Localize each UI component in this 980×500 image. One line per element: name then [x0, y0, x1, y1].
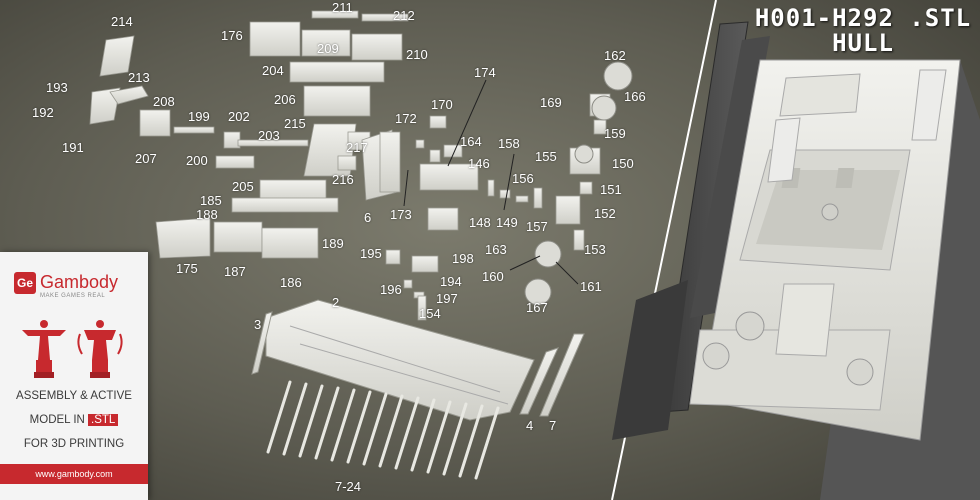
part-label: 191: [62, 140, 84, 155]
part-label: 213: [128, 70, 150, 85]
part-label: 199: [188, 109, 210, 124]
part-label: 169: [540, 95, 562, 110]
gears: [524, 61, 633, 306]
exploded-parts: [89, 10, 611, 321]
part-label: 197: [436, 291, 458, 306]
promo-line-1: ASSEMBLY & ACTIVE: [16, 390, 132, 402]
part-label: 214: [111, 14, 133, 29]
part-label: 159: [604, 126, 626, 141]
part-label: 163: [485, 242, 507, 257]
part-label: 189: [322, 236, 344, 251]
part-label: 172: [395, 111, 417, 126]
title-line-1: H001-H292 .STL: [754, 4, 972, 32]
part-label: 187: [224, 264, 246, 279]
part-label: 4: [526, 418, 534, 433]
part-label: 209: [317, 41, 339, 56]
part-label: 175: [176, 261, 198, 276]
part-label: 195: [360, 246, 382, 261]
part-label: 152: [594, 206, 616, 221]
active-figure-icon: [77, 320, 123, 378]
assembled-hull: [612, 21, 980, 500]
chassis-plate: [265, 299, 535, 421]
part-label: 148: [469, 215, 491, 230]
part-label: 7-24: [335, 479, 362, 494]
part-label: 185: [200, 193, 222, 208]
part-label: 205: [232, 179, 254, 194]
page-title: H001-H292 .STL HULL: [745, 6, 980, 56]
part-label: 164: [460, 134, 482, 149]
promo-line-2: MODEL IN .STL: [0, 414, 148, 426]
gambody-logo-icon: Ge: [14, 272, 36, 294]
part-label: 174: [474, 65, 496, 80]
part-label: 158: [498, 136, 520, 151]
part-label: 216: [332, 172, 354, 187]
part-label: 146: [468, 156, 490, 171]
part-label: 149: [496, 215, 518, 230]
part-label: 202: [228, 109, 250, 124]
part-label: 2: [332, 295, 340, 310]
part-label: 192: [32, 105, 54, 120]
stl-badge: .STL: [88, 414, 119, 426]
side-rails: [251, 311, 585, 417]
part-label: 154: [419, 306, 441, 321]
part-label: 210: [406, 47, 428, 62]
part-label: 153: [584, 242, 606, 257]
part-label: 155: [535, 149, 557, 164]
promo-line-2-prefix: MODEL IN: [29, 414, 89, 426]
rods: [266, 380, 500, 480]
part-label: 150: [612, 156, 634, 171]
part-label: 200: [186, 153, 208, 168]
promo-line-3: FOR 3D PRINTING: [23, 438, 125, 450]
part-label: 188: [196, 207, 218, 222]
title-line-2: HULL: [832, 29, 894, 57]
part-label: 3: [254, 317, 262, 332]
part-label: 208: [153, 94, 175, 109]
website-link[interactable]: www.gambody.com: [0, 464, 148, 484]
part-label: 207: [135, 151, 157, 166]
part-label: 151: [600, 182, 622, 197]
part-label: 215: [284, 116, 306, 131]
part-label: 167: [526, 300, 548, 315]
figure-icons: [22, 320, 123, 378]
part-label: 6: [364, 210, 372, 225]
part-label: 157: [526, 219, 548, 234]
leader-lines: [403, 79, 579, 285]
part-label: 206: [274, 92, 296, 107]
part-label: 7: [549, 418, 557, 433]
part-label: 186: [280, 275, 302, 290]
part-label: 203: [258, 128, 280, 143]
part-label: 170: [431, 97, 453, 112]
part-label: 198: [452, 251, 474, 266]
part-label: 161: [580, 279, 602, 294]
part-label: 160: [482, 269, 504, 284]
part-label: 162: [604, 48, 626, 63]
part-label: 211: [332, 0, 353, 15]
part-label: 176: [221, 28, 243, 43]
promo-card: Ge Gambody MAKE GAMES REAL ASSEMBLY & AC…: [0, 252, 148, 500]
part-label: 196: [380, 282, 402, 297]
part-label: 166: [624, 89, 646, 104]
part-label: 212: [393, 8, 415, 23]
part-label: 156: [512, 171, 534, 186]
part-label: 173: [390, 207, 412, 222]
part-label: 217: [346, 140, 368, 155]
part-label: 194: [440, 274, 462, 289]
static-figure-icon: [22, 320, 66, 378]
brand-slogan: MAKE GAMES REAL: [40, 293, 106, 299]
part-label: 193: [46, 80, 68, 95]
part-label: 204: [262, 63, 284, 78]
brand-name: Gambody: [40, 272, 119, 292]
